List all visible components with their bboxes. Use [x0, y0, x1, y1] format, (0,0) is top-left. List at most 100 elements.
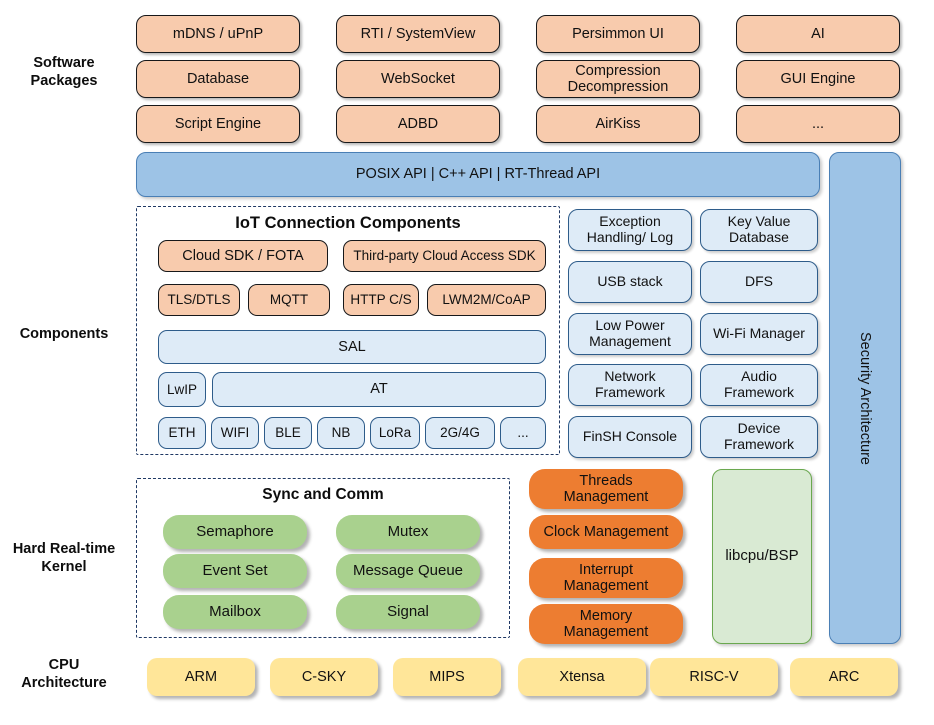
node-label: mDNS / uPnP: [172, 25, 264, 42]
package-box[interactable]: Database: [136, 60, 300, 98]
package-box[interactable]: Persimmon UI: [536, 15, 700, 53]
iot-group-title: IoT Connection Components: [235, 214, 461, 232]
iot-connection-group: [136, 206, 560, 455]
cpu-arch-box[interactable]: C-SKY: [270, 658, 378, 696]
node-label: GUI Engine: [780, 70, 856, 87]
iot-protocol-box[interactable]: MQTT: [248, 284, 330, 316]
node-label: LwIP: [166, 381, 197, 397]
node-label: ...: [811, 115, 825, 132]
cpu-arch-box[interactable]: ARC: [790, 658, 898, 696]
node-label: Mutex: [387, 522, 429, 540]
package-box[interactable]: RTI / SystemView: [336, 15, 500, 53]
node-label: BLE: [275, 425, 301, 441]
sync-comm-title: Sync and Comm: [262, 486, 384, 503]
node-label: ...: [517, 425, 529, 441]
security-architecture-bar[interactable]: Security Architecture: [829, 152, 901, 644]
iot-protocol-box[interactable]: HTTP C/S: [343, 284, 419, 316]
iot-sal-box[interactable]: SAL: [158, 330, 546, 364]
iot-link-box[interactable]: BLE: [264, 417, 312, 449]
node-label: RTI / SystemView: [360, 25, 476, 42]
package-box[interactable]: AirKiss: [536, 105, 700, 143]
node-label: FinSH Console: [582, 428, 678, 445]
cpu-arch-box[interactable]: Xtensa: [518, 658, 646, 696]
node-label: ADBD: [397, 115, 439, 132]
iot-link-box[interactable]: ...: [500, 417, 546, 449]
node-label: AirKiss: [595, 115, 641, 132]
node-label: libcpu/BSP: [725, 547, 799, 565]
kernel-sync-box[interactable]: Semaphore: [163, 515, 307, 549]
node-label: MQTT: [269, 292, 309, 308]
api-bar[interactable]: POSIX API | C++ API | RT-Thread API: [136, 152, 820, 197]
iot-link-box[interactable]: LoRa: [370, 417, 420, 449]
node-label: Event Set: [202, 561, 268, 579]
node-label: 2G/4G: [440, 425, 480, 441]
kernel-management-box[interactable]: Clock Management: [529, 515, 683, 549]
kernel-sync-box[interactable]: Signal: [336, 595, 480, 629]
node-label: Script Engine: [174, 115, 262, 132]
iot-protocol-box[interactable]: TLS/DTLS: [158, 284, 240, 316]
node-label: Third-party Cloud Access SDK: [353, 248, 536, 264]
package-box[interactable]: GUI Engine: [736, 60, 900, 98]
iot-at-box[interactable]: AT: [212, 372, 546, 407]
iot-link-box[interactable]: NB: [317, 417, 365, 449]
iot-third-party-sdk-box[interactable]: Third-party Cloud Access SDK: [343, 240, 546, 272]
component-box[interactable]: DFS: [700, 261, 818, 303]
package-box[interactable]: ADBD: [336, 105, 500, 143]
package-box[interactable]: Script Engine: [136, 105, 300, 143]
kernel-sync-box[interactable]: Mailbox: [163, 595, 307, 629]
iot-cloud-sdk-box[interactable]: Cloud SDK / FOTA: [158, 240, 328, 272]
cpu-arch-box[interactable]: ARM: [147, 658, 255, 696]
iot-lwip-box[interactable]: LwIP: [158, 372, 206, 407]
kernel-sync-box[interactable]: Mutex: [336, 515, 480, 549]
iot-link-box[interactable]: WIFI: [211, 417, 259, 449]
component-box[interactable]: FinSH Console: [568, 416, 692, 458]
sync-comm-group: [136, 478, 510, 638]
node-label: HTTP C/S: [350, 292, 412, 308]
node-label: WebSocket: [381, 70, 455, 87]
iot-link-box[interactable]: 2G/4G: [425, 417, 495, 449]
iot-protocol-box[interactable]: LWM2M/CoAP: [427, 284, 546, 316]
node-label: ETH: [168, 425, 196, 441]
kernel-sync-box[interactable]: Event Set: [163, 554, 307, 588]
kernel-sync-box[interactable]: Message Queue: [336, 554, 480, 588]
row-label-components: Components: [0, 322, 128, 346]
node-label: Signal: [387, 602, 429, 620]
node-label: AI: [811, 25, 825, 42]
component-box[interactable]: Wi-Fi Manager: [700, 313, 818, 355]
cpu-arch-box[interactable]: MIPS: [393, 658, 501, 696]
iot-link-box[interactable]: ETH: [158, 417, 206, 449]
node-label: USB stack: [597, 273, 663, 290]
libcpu-bsp-box[interactable]: libcpu/BSP: [712, 469, 812, 644]
package-box[interactable]: AI: [736, 15, 900, 53]
package-box[interactable]: WebSocket: [336, 60, 500, 98]
node-label: C-SKY: [301, 668, 347, 685]
row-label-text: Components: [19, 325, 109, 342]
node-label: ARM: [184, 668, 218, 685]
package-box[interactable]: mDNS / uPnP: [136, 15, 300, 53]
cpu-arch-box[interactable]: RISC-V: [650, 658, 778, 696]
node-label: WIFI: [220, 425, 250, 441]
component-box[interactable]: USB stack: [568, 261, 692, 303]
node-label: Xtensa: [559, 668, 605, 685]
package-box[interactable]: ...: [736, 105, 900, 143]
node-label: Message Queue: [352, 561, 464, 579]
